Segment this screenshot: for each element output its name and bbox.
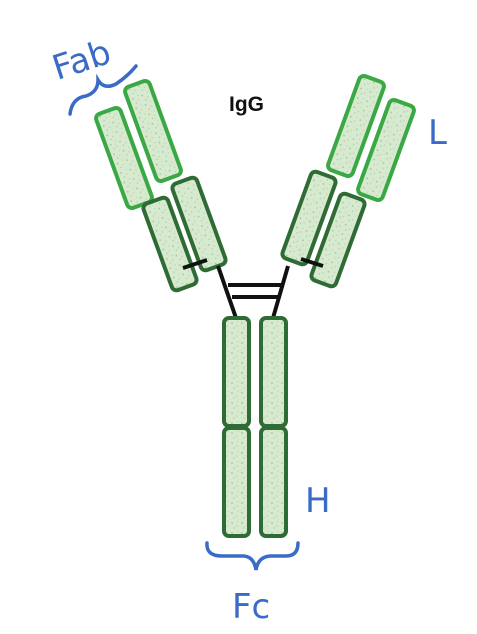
fab-label: Fab (47, 32, 115, 88)
left-heavy-ch2-domain (224, 318, 249, 426)
light-chain-label: L (428, 113, 447, 153)
diagram-title: IgG (229, 93, 264, 116)
left-heavy-ch3-domain (224, 428, 249, 536)
fc-region (224, 318, 286, 536)
right-heavy-ch2-domain (261, 318, 286, 426)
heavy-chain-label: H (305, 481, 331, 521)
fc-brace (207, 543, 298, 570)
right-heavy-ch3-domain (261, 428, 286, 536)
fc-label: Fc (232, 587, 270, 627)
hinge-region (218, 266, 288, 318)
